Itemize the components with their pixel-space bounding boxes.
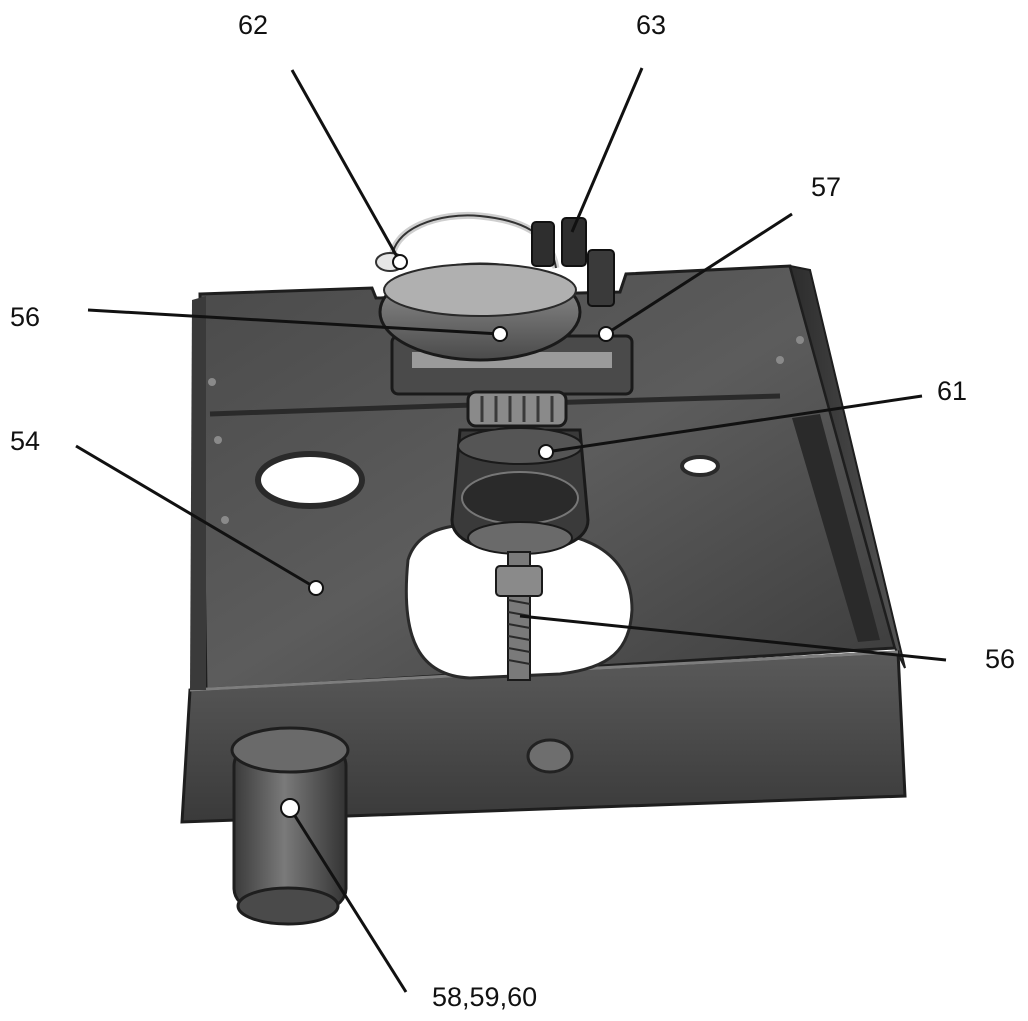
- valve-assembly: [375, 211, 634, 681]
- leader-57: [605, 212, 793, 336]
- pipe-fitting-opening: [236, 886, 340, 926]
- leader-61: [545, 394, 923, 454]
- callout-label-61: 61: [937, 376, 968, 406]
- pipe-fitting: [230, 726, 350, 926]
- leader-63: [570, 67, 644, 233]
- callout-label-56-upper: 56: [10, 302, 41, 332]
- callout-leader-lines: [75, 67, 947, 993]
- callout-label-56-lower: 56: [985, 644, 1016, 674]
- burner-base-ring: [467, 521, 573, 555]
- callout-end-dots: [280, 254, 614, 818]
- callout-label-58-59-60: 58,59,60: [432, 982, 538, 1012]
- callout-label-63: 63: [636, 10, 667, 40]
- callout-label-54: 54: [10, 426, 41, 456]
- leader-58: [288, 807, 408, 993]
- electrical-connectors: [531, 217, 615, 307]
- burner-collar: [457, 427, 583, 465]
- tray-round-hole: [255, 451, 365, 509]
- leader-56b: [519, 614, 947, 662]
- leader-62: [290, 69, 402, 263]
- tray-right-wall: [788, 264, 906, 669]
- tray-back-ridge: [209, 393, 781, 417]
- callout-label-57: 57: [811, 172, 842, 202]
- rod-hex-nut: [495, 565, 543, 597]
- pipe-fitting-collar: [230, 726, 350, 774]
- tray-channel: [792, 414, 880, 642]
- tray-rivets: [208, 336, 804, 524]
- leader-56a: [87, 308, 501, 336]
- valve-housing-top: [383, 263, 577, 317]
- tray-left-edge: [190, 296, 206, 690]
- nut-knurling: [480, 396, 554, 422]
- leader-54: [75, 444, 317, 590]
- tray-small-hole: [680, 455, 720, 477]
- tray-front-slot: [526, 738, 574, 774]
- burner-head: [461, 471, 579, 525]
- rod-threads: [507, 599, 531, 665]
- adjustment-nut: [466, 390, 568, 428]
- callout-label-62: 62: [238, 10, 269, 40]
